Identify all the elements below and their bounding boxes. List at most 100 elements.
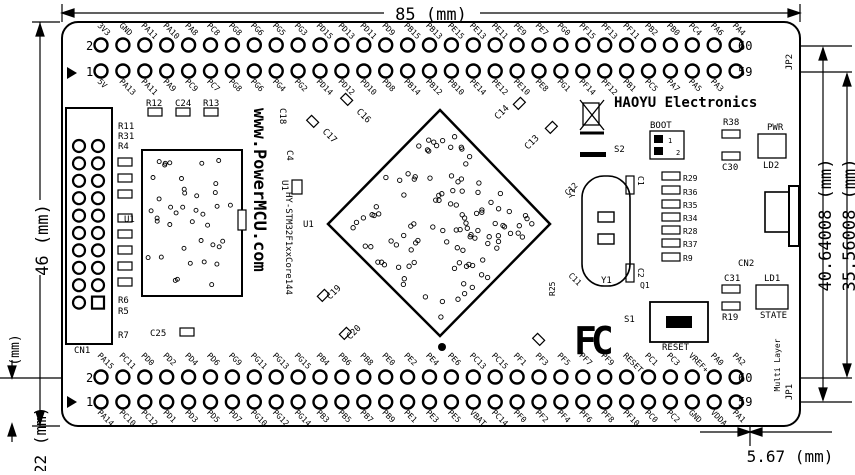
via [412, 174, 418, 180]
passive-pad [117, 213, 133, 223]
resistor-pad [661, 171, 681, 181]
r28-label: R28 [683, 227, 698, 236]
cn1-outline [65, 107, 113, 345]
via [181, 186, 187, 192]
via [198, 238, 204, 243]
ld1-label: LD1 [764, 274, 780, 284]
resistor-pad [661, 185, 681, 195]
via [451, 265, 458, 272]
r35-label: R35 [683, 201, 698, 210]
jp2-label: JP2 [785, 54, 795, 70]
r6-label: R6 [118, 296, 129, 306]
header-bottom-pad [290, 369, 306, 385]
via [375, 259, 381, 265]
via [519, 234, 526, 240]
header-top-pad [684, 37, 700, 53]
via [401, 232, 407, 239]
via [168, 204, 174, 210]
top-left-passives [147, 107, 219, 117]
header-bottom-pad [684, 394, 700, 410]
layer-note: Multi Layer [773, 338, 782, 391]
header-bottom-pad [180, 394, 197, 410]
via [411, 221, 417, 227]
cn1-pad [90, 225, 106, 241]
header-top-pad [662, 63, 679, 79]
header-bottom-pad [312, 394, 328, 410]
via [154, 215, 160, 221]
header-bottom-pad [356, 369, 372, 385]
via [362, 243, 368, 249]
header-bottom-pad [706, 394, 722, 410]
via [189, 219, 195, 225]
via [167, 160, 173, 166]
mcu-chip [326, 108, 552, 338]
via [439, 298, 446, 305]
header-top-pad [509, 63, 525, 79]
via [453, 202, 459, 208]
u1c-label: U1 [303, 220, 314, 230]
q1-label: Q1 [640, 281, 650, 290]
state-led [755, 284, 789, 310]
boot-label: BOOT [650, 121, 672, 131]
via [395, 264, 402, 270]
mcu-pin1-dot [438, 343, 446, 351]
c31-pad [721, 284, 741, 294]
via [411, 259, 417, 266]
header-bottom-pad [487, 394, 503, 410]
via [383, 174, 389, 181]
header-top-pad [531, 63, 547, 79]
via [194, 193, 200, 199]
header-top-pad [158, 37, 175, 53]
r9-label: R9 [683, 254, 693, 263]
header-bottom-pins [93, 369, 744, 410]
header-bottom-pad [224, 394, 241, 410]
via [463, 263, 470, 269]
header-bottom-pad [180, 369, 197, 385]
c18-label: C18 [277, 108, 287, 124]
via [424, 147, 431, 153]
header-top-pad [618, 63, 635, 79]
header-bottom-pin-60: 60 [738, 371, 752, 385]
header-top-pad [290, 37, 306, 53]
via [179, 176, 184, 181]
via [378, 259, 385, 265]
passive-pad [117, 277, 133, 287]
r19-label: R19 [722, 313, 738, 323]
via [447, 201, 454, 207]
header-top-pin-2: 2 [86, 39, 93, 53]
header-top-pad [246, 63, 263, 79]
via [430, 224, 436, 230]
via [448, 173, 455, 179]
cn1-pins [71, 138, 106, 310]
via [461, 281, 467, 287]
header-bottom-pad [115, 369, 131, 385]
c25-pad [179, 327, 195, 337]
via [436, 197, 442, 203]
via [479, 209, 485, 215]
via [469, 284, 475, 291]
header-top-pad [487, 37, 503, 53]
via [494, 245, 500, 251]
header-bottom-pad [224, 369, 241, 385]
company-name: HAOYU Electronics [614, 95, 757, 111]
header-bottom-pin-59: 59 [738, 395, 752, 409]
pwr-led [757, 133, 787, 159]
via [433, 142, 440, 149]
r36-label: R36 [683, 188, 698, 197]
via [484, 274, 491, 281]
header-top-pad [312, 63, 328, 79]
via [405, 171, 411, 177]
via [426, 137, 432, 143]
r38-label: R38 [723, 118, 739, 128]
boot-switch-knob-1 [654, 135, 663, 143]
dimension-pitch-1-label: 40.64008 (mm) [816, 158, 836, 291]
via [205, 222, 211, 228]
via [459, 146, 465, 152]
header-bottom-pad [531, 369, 547, 385]
pin1-marker-top [67, 67, 77, 79]
header-bottom-pad [487, 369, 503, 385]
passive-pad [117, 173, 133, 183]
via [485, 240, 491, 247]
header-top-pad [137, 37, 153, 53]
jp1-label: JP1 [785, 384, 795, 400]
